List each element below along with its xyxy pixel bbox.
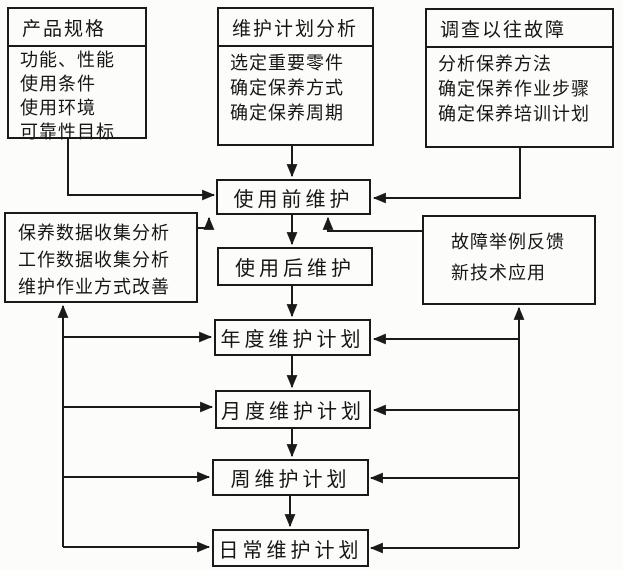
list-item: 选定重要零件 (230, 51, 370, 76)
box-weekly-maintenance-plan: 周维护计划 (212, 459, 369, 496)
list-item: 可靠性目标 (20, 121, 143, 145)
list-item: 使用条件 (20, 73, 143, 97)
list-item: 新技术应用 (451, 258, 594, 289)
list-item: 维护作业方式改善 (18, 274, 196, 301)
box-monthly-maintenance-plan: 月度维护计划 (215, 390, 371, 429)
list-item: 保养数据收集分析 (18, 220, 196, 247)
list-item: 确定保养培训计划 (438, 102, 610, 127)
list-item: 确定保养方式 (230, 76, 370, 101)
box-pre-use-maintenance: 使用前维护 (216, 179, 371, 215)
box-title: 调查以往故障 (427, 10, 612, 48)
box-post-use-maintenance: 使用后维护 (217, 247, 373, 286)
connector-failure-to-preuse (374, 148, 520, 198)
list-item: 确定保养周期 (230, 101, 370, 126)
connector-rightfb-to-preuse (328, 218, 422, 231)
box-product-spec: 产品规格 功能、性能 使用条件 使用环境 可靠性目标 (7, 7, 147, 139)
list-item: 确定保养作业步骤 (438, 77, 610, 102)
box-body: 功能、性能 使用条件 使用环境 可靠性目标 (9, 47, 145, 145)
list-item: 分析保养方法 (438, 52, 610, 77)
list-item: 工作数据收集分析 (18, 247, 196, 274)
box-maintenance-plan-analysis: 维护计划分析 选定重要零件 确定保养方式 确定保养周期 (217, 7, 374, 146)
box-body: 分析保养方法 确定保养作业步骤 确定保养培训计划 (427, 48, 612, 127)
box-annual-maintenance-plan: 年度维护计划 (214, 319, 371, 356)
connector-leftfb-to-preuse (197, 218, 209, 228)
box-title: 维护计划分析 (219, 9, 372, 47)
box-past-failure-survey: 调查以往故障 分析保养方法 确定保养作业步骤 确定保养培训计划 (425, 8, 614, 148)
box-failure-feedback: 故障举例反馈 新技术应用 (422, 215, 596, 305)
list-item: 功能、性能 (20, 49, 143, 73)
list-item: 使用环境 (20, 97, 143, 121)
list-item: 故障举例反馈 (451, 227, 594, 258)
box-title: 产品规格 (9, 9, 145, 47)
box-daily-maintenance-plan: 日常维护计划 (212, 529, 369, 567)
box-maintenance-data-feedback: 保养数据收集分析 工作数据收集分析 维护作业方式改善 (4, 212, 198, 303)
connector-spec-to-preuse (68, 139, 214, 195)
box-body: 选定重要零件 确定保养方式 确定保养周期 (219, 47, 372, 126)
